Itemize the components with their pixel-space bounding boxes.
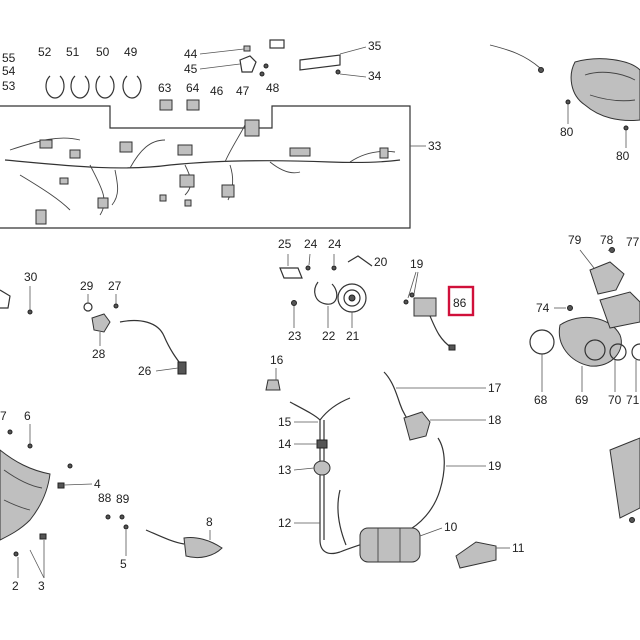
relay-64 bbox=[186, 99, 200, 111]
label-16: 16 bbox=[270, 353, 284, 367]
label-80-a: 80 bbox=[560, 125, 574, 139]
label-52: 52 bbox=[38, 45, 52, 59]
label-78: 78 bbox=[600, 233, 614, 247]
label-12: 12 bbox=[278, 516, 292, 530]
label-17: 17 bbox=[488, 381, 502, 395]
label-89: 89 bbox=[116, 492, 130, 506]
label-28: 28 bbox=[92, 347, 106, 361]
label-22: 22 bbox=[322, 329, 336, 343]
label-10: 10 bbox=[444, 520, 458, 534]
label-3: 3 bbox=[38, 579, 45, 593]
highlight-86 bbox=[447, 285, 475, 317]
label-48: 48 bbox=[266, 81, 280, 95]
label-8: 8 bbox=[206, 515, 213, 529]
label-30: 30 bbox=[24, 270, 38, 284]
label-44: 44 bbox=[184, 47, 198, 61]
label-69: 69 bbox=[575, 393, 589, 407]
label-64: 64 bbox=[186, 81, 200, 95]
relay-63 bbox=[159, 99, 173, 111]
evap-canister-assembly bbox=[337, 371, 497, 569]
label-24-b: 24 bbox=[328, 237, 342, 251]
label-5: 5 bbox=[120, 557, 127, 571]
label-80-b: 80 bbox=[616, 149, 630, 163]
label-71: 71 bbox=[626, 393, 640, 407]
label-35: 35 bbox=[368, 39, 382, 53]
label-7: 7 bbox=[0, 409, 7, 423]
label-23: 23 bbox=[288, 329, 302, 343]
label-13: 13 bbox=[278, 463, 292, 477]
label-19-b: 19 bbox=[488, 459, 502, 473]
label-27: 27 bbox=[108, 279, 122, 293]
label-20: 20 bbox=[374, 255, 388, 269]
label-70: 70 bbox=[608, 393, 622, 407]
label-4: 4 bbox=[94, 477, 101, 491]
label-34: 34 bbox=[368, 69, 382, 83]
label-77: 77 bbox=[626, 235, 640, 249]
throttle-body-assembly bbox=[529, 247, 640, 523]
label-46: 46 bbox=[210, 84, 224, 98]
label-25: 25 bbox=[278, 237, 292, 251]
label-53: 53 bbox=[2, 79, 16, 93]
label-29: 29 bbox=[80, 279, 94, 293]
label-49: 49 bbox=[124, 45, 138, 59]
relay-86 bbox=[403, 292, 456, 351]
label-26: 26 bbox=[138, 364, 152, 378]
label-11: 11 bbox=[512, 541, 525, 555]
label-50: 50 bbox=[96, 45, 110, 59]
horn-assembly bbox=[279, 255, 373, 313]
label-19-a: 19 bbox=[410, 257, 424, 271]
ecu-unit-80 bbox=[489, 44, 640, 131]
label-51: 51 bbox=[66, 45, 80, 59]
label-21: 21 bbox=[346, 329, 360, 343]
label-86: 86 bbox=[453, 296, 467, 310]
label-15: 15 bbox=[278, 415, 292, 429]
bracket-44-48 bbox=[239, 45, 269, 77]
label-88: 88 bbox=[98, 491, 112, 505]
label-68: 68 bbox=[534, 393, 548, 407]
label-79: 79 bbox=[568, 233, 582, 247]
clip-rings bbox=[45, 75, 142, 99]
headlight-assembly bbox=[0, 429, 129, 557]
wiring-harness bbox=[4, 119, 401, 225]
label-14: 14 bbox=[278, 437, 292, 451]
label-33: 33 bbox=[428, 139, 442, 153]
label-24-a: 24 bbox=[304, 237, 318, 251]
label-55: 55 bbox=[2, 51, 16, 65]
label-54: 54 bbox=[2, 64, 16, 78]
label-18: 18 bbox=[488, 413, 502, 427]
label-6: 6 bbox=[24, 409, 31, 423]
label-47: 47 bbox=[236, 84, 250, 98]
label-45: 45 bbox=[184, 62, 198, 76]
label-63: 63 bbox=[158, 81, 172, 95]
sensor-parts-left bbox=[0, 289, 187, 375]
bracket-34-35 bbox=[269, 39, 341, 75]
wiring-harness-frame bbox=[0, 105, 411, 229]
label-2: 2 bbox=[12, 579, 19, 593]
label-74: 74 bbox=[536, 301, 550, 315]
turn-signal-8 bbox=[145, 529, 223, 559]
